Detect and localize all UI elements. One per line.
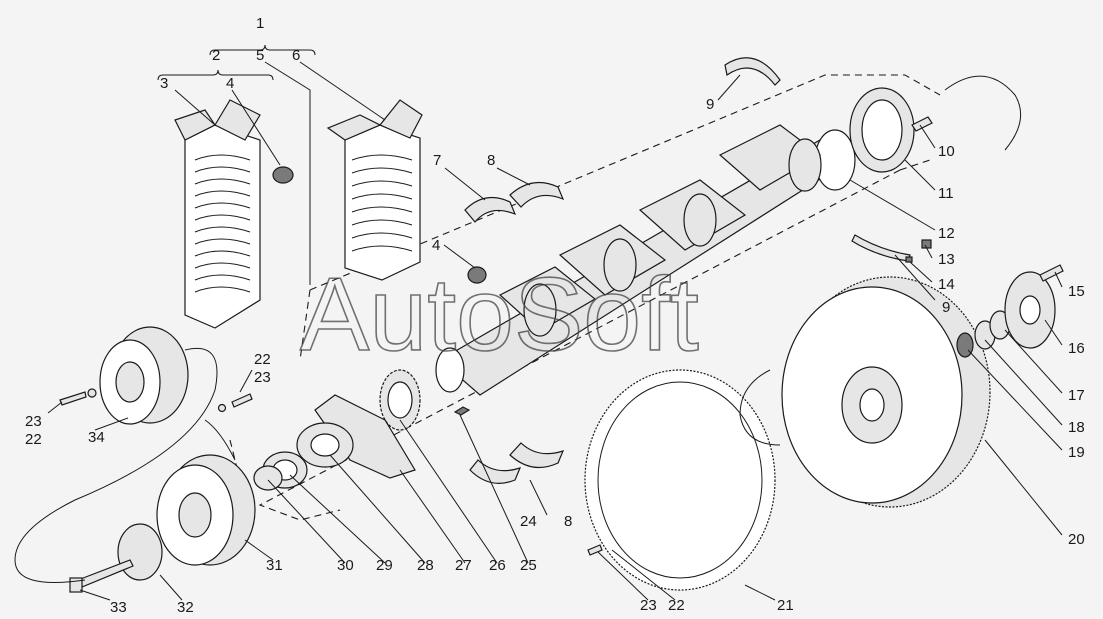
belt-path-mid xyxy=(204,419,236,461)
leader-lines xyxy=(47,44,1063,601)
label-25: 25 xyxy=(520,557,537,574)
bushing-part-4-upper xyxy=(272,166,294,184)
label-15: 15 xyxy=(1068,283,1085,300)
main-bearing-shells-box xyxy=(174,99,261,329)
label-3: 3 xyxy=(160,75,168,92)
label-1: 1 xyxy=(256,15,264,32)
label-5: 5 xyxy=(256,47,264,64)
label-13: 13 xyxy=(938,251,955,268)
bolt-23-mid xyxy=(231,393,253,408)
label-23: 23 xyxy=(254,369,271,386)
label-19: 19 xyxy=(1068,444,1085,461)
pin-10 xyxy=(911,116,933,132)
label-27: 27 xyxy=(455,557,472,574)
label-34: 34 xyxy=(88,429,105,446)
label-11: 11 xyxy=(938,185,954,202)
washer-22-mid xyxy=(217,403,227,413)
label-12: 12 xyxy=(938,225,955,242)
gear-26-hub xyxy=(387,381,413,419)
plug-14 xyxy=(905,256,913,263)
label-29: 29 xyxy=(376,557,393,574)
label-22: 22 xyxy=(668,597,685,614)
bolt-23-left xyxy=(59,391,87,406)
belt-path-left xyxy=(14,348,218,583)
label-33: 33 xyxy=(110,599,127,616)
label-10: 10 xyxy=(938,143,955,160)
label-31: 31 xyxy=(266,557,283,574)
bolt-33 xyxy=(77,559,134,588)
bearing-shell-7 xyxy=(464,196,517,223)
ring-gear-21 xyxy=(584,369,776,591)
bolt-23-lower xyxy=(587,544,603,556)
washer-22-left xyxy=(87,388,97,398)
label-7: 7 xyxy=(433,152,441,169)
hub-32 xyxy=(117,523,163,581)
crankshaft xyxy=(435,124,856,396)
bushing-part-4-lower xyxy=(467,266,487,284)
label-18: 18 xyxy=(1068,419,1085,436)
label-4: 4 xyxy=(226,75,234,92)
label-24: 24 xyxy=(520,513,537,530)
rotation-arrow-lower xyxy=(739,369,781,446)
watermark: AutoSoft xyxy=(300,257,699,373)
label-9: 9 xyxy=(706,96,714,113)
ring-gear-21-inner xyxy=(597,381,763,579)
label-16: 16 xyxy=(1068,340,1085,357)
label-22: 22 xyxy=(254,351,271,368)
label-14: 14 xyxy=(938,276,955,293)
label-2: 2 xyxy=(212,47,220,64)
bearing-shell-8-upper xyxy=(509,181,565,208)
label-17: 17 xyxy=(1068,387,1085,404)
label-26: 26 xyxy=(489,557,506,574)
label-9: 9 xyxy=(942,299,950,316)
label-28: 28 xyxy=(417,557,434,574)
label-32: 32 xyxy=(177,599,194,616)
label-22: 22 xyxy=(25,431,42,448)
label-20: 20 xyxy=(1068,531,1085,548)
oil-seal-ring-11-inner xyxy=(861,99,903,161)
label-8: 8 xyxy=(564,513,572,530)
ring-30 xyxy=(253,465,283,491)
plate-16-hole xyxy=(1019,295,1041,325)
thrust-half-ring-9-upper xyxy=(724,57,781,86)
label-23: 23 xyxy=(640,597,657,614)
thrust-half-ring-9-lower xyxy=(851,234,911,262)
bolt-15 xyxy=(1039,264,1064,282)
pulley-34 xyxy=(99,326,189,425)
label-6: 6 xyxy=(292,47,300,64)
label-4: 4 xyxy=(432,237,440,254)
washer-28-hole xyxy=(310,433,340,457)
label-23: 23 xyxy=(25,413,42,430)
key-25 xyxy=(453,406,471,416)
bearing-shell-8-lower xyxy=(509,442,565,469)
damper-31 xyxy=(156,454,256,566)
connecting-rod-bearing-shells-box xyxy=(326,99,423,281)
counterweight-27 xyxy=(314,394,416,479)
label-30: 30 xyxy=(337,557,354,574)
bearing-shell-24 xyxy=(469,459,522,484)
flywheel-20 xyxy=(781,276,991,508)
label-21: 21 xyxy=(777,597,794,614)
rotation-arrow-upper xyxy=(944,75,1022,151)
label-8: 8 xyxy=(487,152,495,169)
dashed-leader-lower xyxy=(899,159,931,171)
